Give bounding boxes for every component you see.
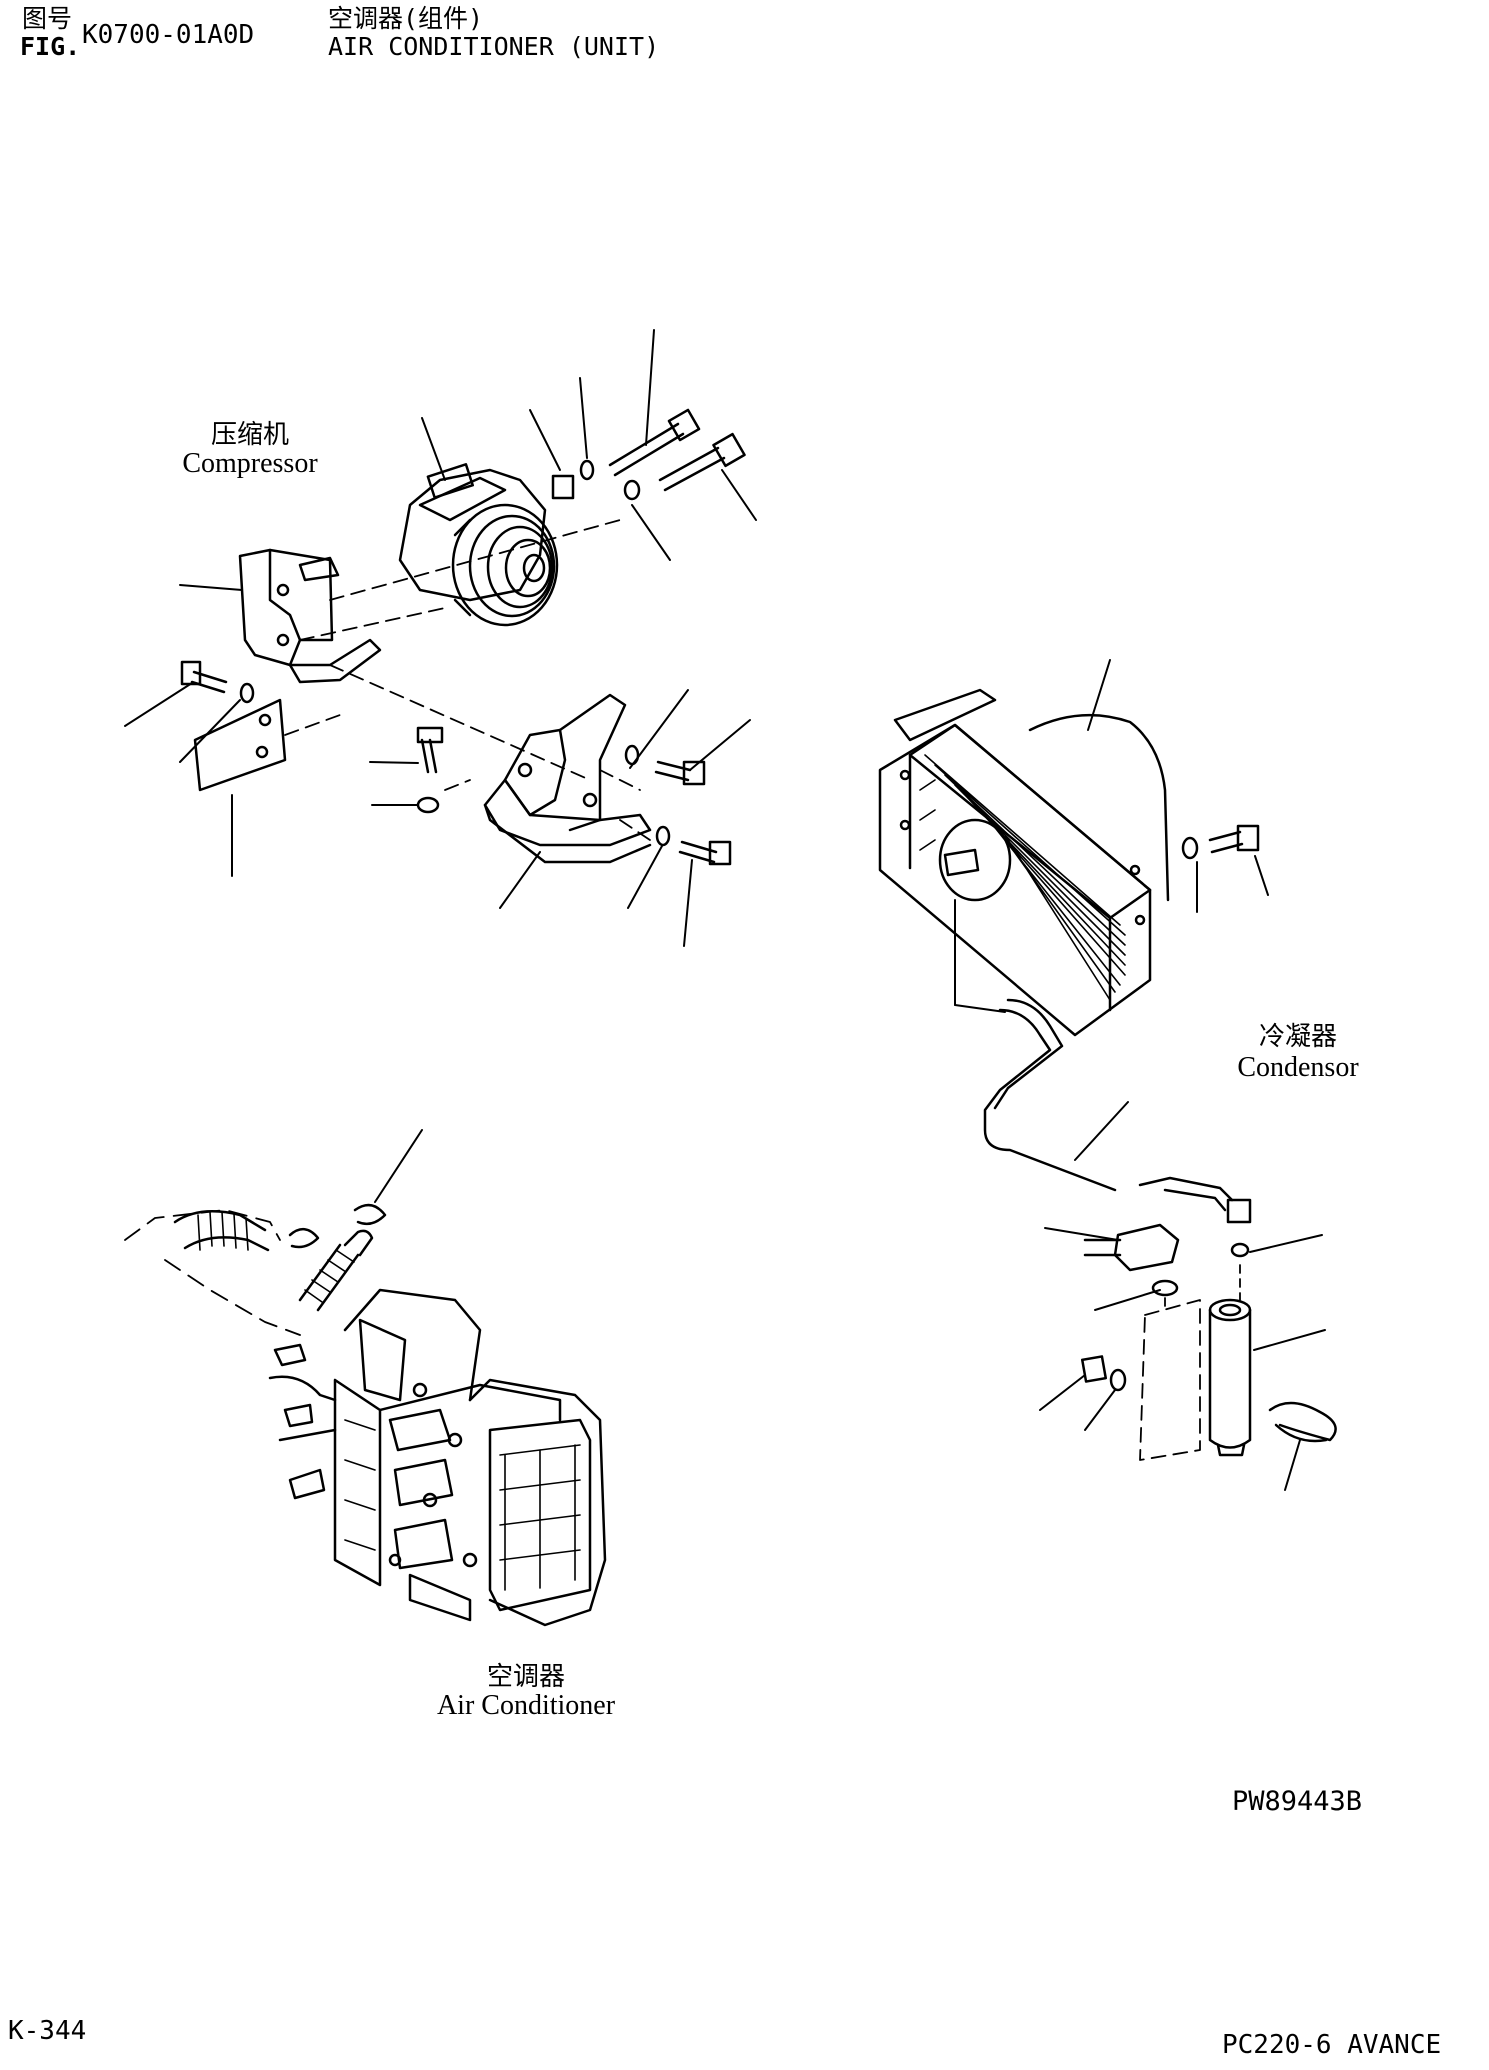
fig-number: K0700-01A0D xyxy=(82,20,255,50)
drawing-code: PW89443B xyxy=(1232,1786,1363,1817)
title-cn: 空调器(组件) xyxy=(328,4,484,33)
air-conditioner-label-en: Air Conditioner xyxy=(436,1690,616,1721)
fig-prefix-en: FIG. xyxy=(20,32,81,61)
air-conditioner-leader-lines xyxy=(374,1129,423,1203)
compressor-assembly-lines xyxy=(284,519,651,841)
compressor-fasteners xyxy=(180,408,746,866)
condensor-drawing xyxy=(878,688,1260,1037)
compressor-drawing xyxy=(398,463,559,627)
condensor-label-en: Condensor xyxy=(1237,1052,1359,1083)
compressor-bracket-drawing xyxy=(238,548,382,684)
condensor-leader-lines xyxy=(954,659,1326,1491)
lower-bracket-drawing xyxy=(483,693,652,864)
air-conditioner-label-cn: 空调器 xyxy=(486,1662,565,1692)
page-number: K-344 xyxy=(8,2016,87,2046)
compressor-label-en: Compressor xyxy=(182,448,318,479)
compressor-label-cn: 压缩机 xyxy=(210,420,289,450)
fig-prefix-cn: 图号 xyxy=(22,4,73,33)
condensor-label-cn: 冷凝器 xyxy=(1258,1022,1337,1052)
triangle-plate-drawing xyxy=(193,698,287,792)
title-en: AIR CONDITIONER (UNIT) xyxy=(328,32,660,61)
air-conditioner-unit-drawing xyxy=(124,1203,607,1627)
compressor-leader-lines xyxy=(124,329,757,947)
model-name: PC220-6 AVANCE xyxy=(1222,2030,1442,2060)
receiver-drier-drawing xyxy=(983,998,1337,1461)
